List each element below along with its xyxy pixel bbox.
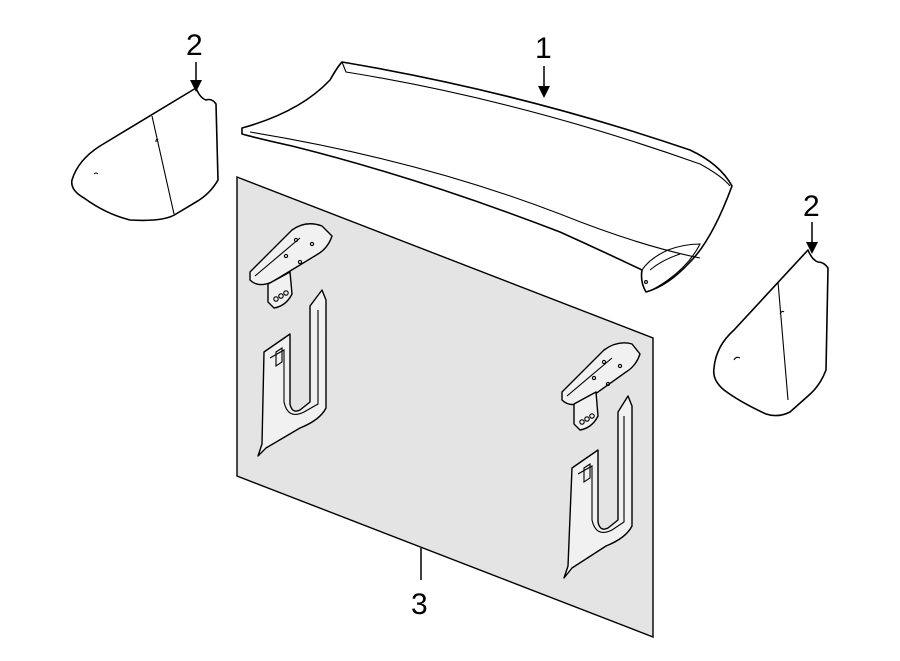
end-cap-left [70, 87, 219, 222]
callout-spoiler: 1 [535, 32, 552, 65]
left-bracket-leg [257, 289, 327, 457]
rear-spoiler [241, 61, 733, 293]
callout-mounting-kit: 3 [411, 588, 428, 621]
right-bracket-top [561, 342, 641, 431]
mounting-kit-group [236, 175, 654, 639]
callout-end-cap-left: 2 [186, 29, 203, 62]
callout-end-cap-right: 2 [803, 190, 820, 223]
left-bracket-top [249, 223, 333, 309]
mounting-kit-panel [236, 175, 654, 639]
end-cap-right [712, 249, 829, 417]
right-bracket-leg [563, 395, 633, 579]
